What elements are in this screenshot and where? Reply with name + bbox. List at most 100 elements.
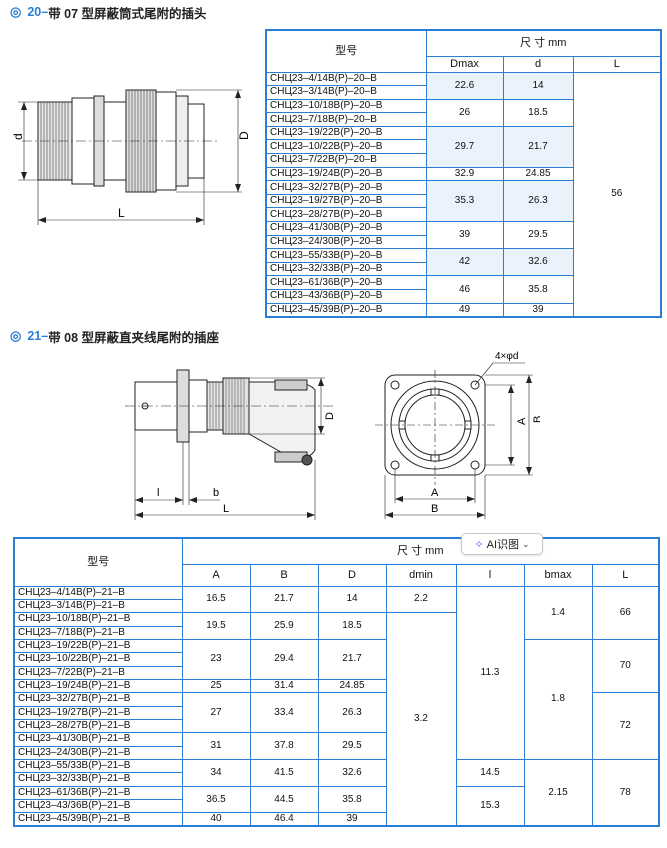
model-cell: CHЦ23–7/18B(P)–21–B [13, 625, 183, 640]
receptacle-side-drawing: D l b L [125, 369, 336, 520]
section-20-title: ◎ 20–带 07 型屏蔽筒式尾附的插头 [10, 2, 207, 22]
ai-recognize-button[interactable]: ✧ AI识图 ⌄ [461, 533, 543, 555]
col-header: d [502, 55, 574, 73]
model-cell: CHЦ23–7/18B(P)–20–B [265, 112, 427, 127]
model-cell: CHЦ23–24/30B(P)–21–B [13, 745, 183, 760]
model-cell: CHЦ23–4/14B(P)–21–B [13, 585, 183, 600]
dim-label-D: D [324, 412, 336, 420]
model-cell: CHЦ23–19/27B(P)–20–B [265, 193, 427, 209]
header-dimensions: 尺 寸 mm [181, 537, 660, 565]
model-cell: CHЦ23–24/30B(P)–20–B [265, 234, 427, 250]
B-cell: 29.4 [249, 638, 319, 680]
col-header: l [455, 563, 525, 587]
model-cell: CHЦ23–32/27B(P)–21–B [13, 692, 183, 707]
dim-label-B: B [431, 503, 438, 515]
dim-label-A: A [431, 487, 439, 499]
bullet-icon: ◎ [10, 328, 22, 343]
A-cell: 16.5 [181, 585, 251, 614]
l-cell: 15.3 [455, 785, 525, 827]
d-cell: 35.8 [502, 275, 574, 304]
model-cell: CHЦ23–32/27B(P)–20–B [265, 180, 427, 195]
L-cell: 70 [591, 638, 660, 694]
dmin-cell: 2.2 [385, 585, 457, 614]
D-cell: 21.7 [317, 638, 387, 680]
A-cell: 19.5 [181, 612, 251, 640]
dmax-cell: 35.3 [425, 180, 504, 223]
A-cell: 34 [181, 758, 251, 787]
dmax-cell: 49 [425, 302, 504, 318]
d-cell: 29.5 [502, 221, 574, 250]
model-cell: CHЦ23–45/39B(P)–20–B [265, 302, 427, 318]
dim-label-L: L [223, 503, 229, 515]
bmax-cell: 1.4 [523, 585, 593, 640]
dim-label-B-vertical: B [532, 416, 540, 423]
section-number: 20– [27, 5, 49, 19]
d-cell: 21.7 [502, 125, 574, 168]
header-model: 型号 [13, 537, 183, 587]
model-cell: CHЦ23–7/22B(P)–20–B [265, 153, 427, 168]
model-cell: CHЦ23–10/18B(P)–20–B [265, 98, 427, 114]
ai-button-label: AI识图 [486, 539, 520, 551]
section-number: 21– [27, 329, 49, 343]
B-cell: 46.4 [249, 812, 319, 827]
dim-label-L: L [118, 206, 125, 220]
col-header: D [317, 563, 387, 587]
col-header: A [181, 563, 251, 587]
A-cell: 23 [181, 638, 251, 680]
model-cell: CHЦ23–19/22B(P)–21–B [13, 638, 183, 654]
d-cell: 32.6 [502, 248, 574, 277]
d-cell: 24.85 [502, 166, 574, 182]
model-cell: CHЦ23–7/22B(P)–21–B [13, 665, 183, 680]
A-cell: 31 [181, 732, 251, 760]
dim-label-d: d [11, 133, 25, 140]
B-cell: 44.5 [249, 785, 319, 814]
A-cell: 40 [181, 812, 251, 827]
dim-label-l: l [157, 487, 159, 499]
L-cell: 66 [591, 585, 660, 640]
col-header: B [249, 563, 319, 587]
model-cell: CHЦ23–32/33B(P)–20–B [265, 261, 427, 277]
D-cell: 24.85 [317, 678, 387, 694]
model-cell: CHЦ23–3/14B(P)–20–B [265, 85, 427, 100]
d-cell: 14 [502, 71, 574, 100]
D-cell: 14 [317, 585, 387, 614]
D-cell: 39 [317, 812, 387, 827]
model-cell: CHЦ23–28/27B(P)–20–B [265, 207, 427, 223]
section-title-text: 带 08 型屏蔽直夹线尾附的插座 [48, 330, 220, 345]
model-cell: CHЦ23–10/22B(P)–21–B [13, 652, 183, 667]
A-cell: 27 [181, 692, 251, 734]
model-cell: CHЦ23–10/22B(P)–20–B [265, 139, 427, 155]
model-cell: CHЦ23–3/14B(P)–21–B [13, 598, 183, 614]
B-cell: 25.9 [249, 612, 319, 640]
dim-label-b: b [213, 487, 219, 499]
A-cell: 36.5 [181, 785, 251, 814]
model-cell: CHЦ23–41/30B(P)–21–B [13, 732, 183, 747]
model-cell: CHЦ23–32/33B(P)–21–B [13, 772, 183, 787]
bmax-cell: 1.8 [523, 638, 593, 760]
section-title-text: 带 07 型屏蔽筒式尾附的插头 [48, 6, 207, 21]
dmin-cell: 3.2 [385, 612, 457, 827]
sparkle-icon: ✧ [474, 538, 484, 551]
chevron-down-icon: ⌄ [522, 538, 530, 549]
L-cell: 56 [572, 71, 662, 318]
header-model: 型号 [265, 29, 427, 73]
A-cell: 25 [181, 678, 251, 694]
model-cell: CHЦ23–55/33B(P)–20–B [265, 248, 427, 263]
col-header: bmax [523, 563, 593, 587]
dmax-cell: 22.6 [425, 71, 504, 100]
D-cell: 26.3 [317, 692, 387, 734]
plug-drawing: d D L [11, 89, 251, 225]
B-cell: 21.7 [249, 585, 319, 614]
header-dimensions: 尺 寸 mm [425, 29, 662, 57]
d-cell: 39 [502, 302, 574, 318]
model-cell: CHЦ23–43/36B(P)–20–B [265, 289, 427, 304]
B-cell: 37.8 [249, 732, 319, 760]
